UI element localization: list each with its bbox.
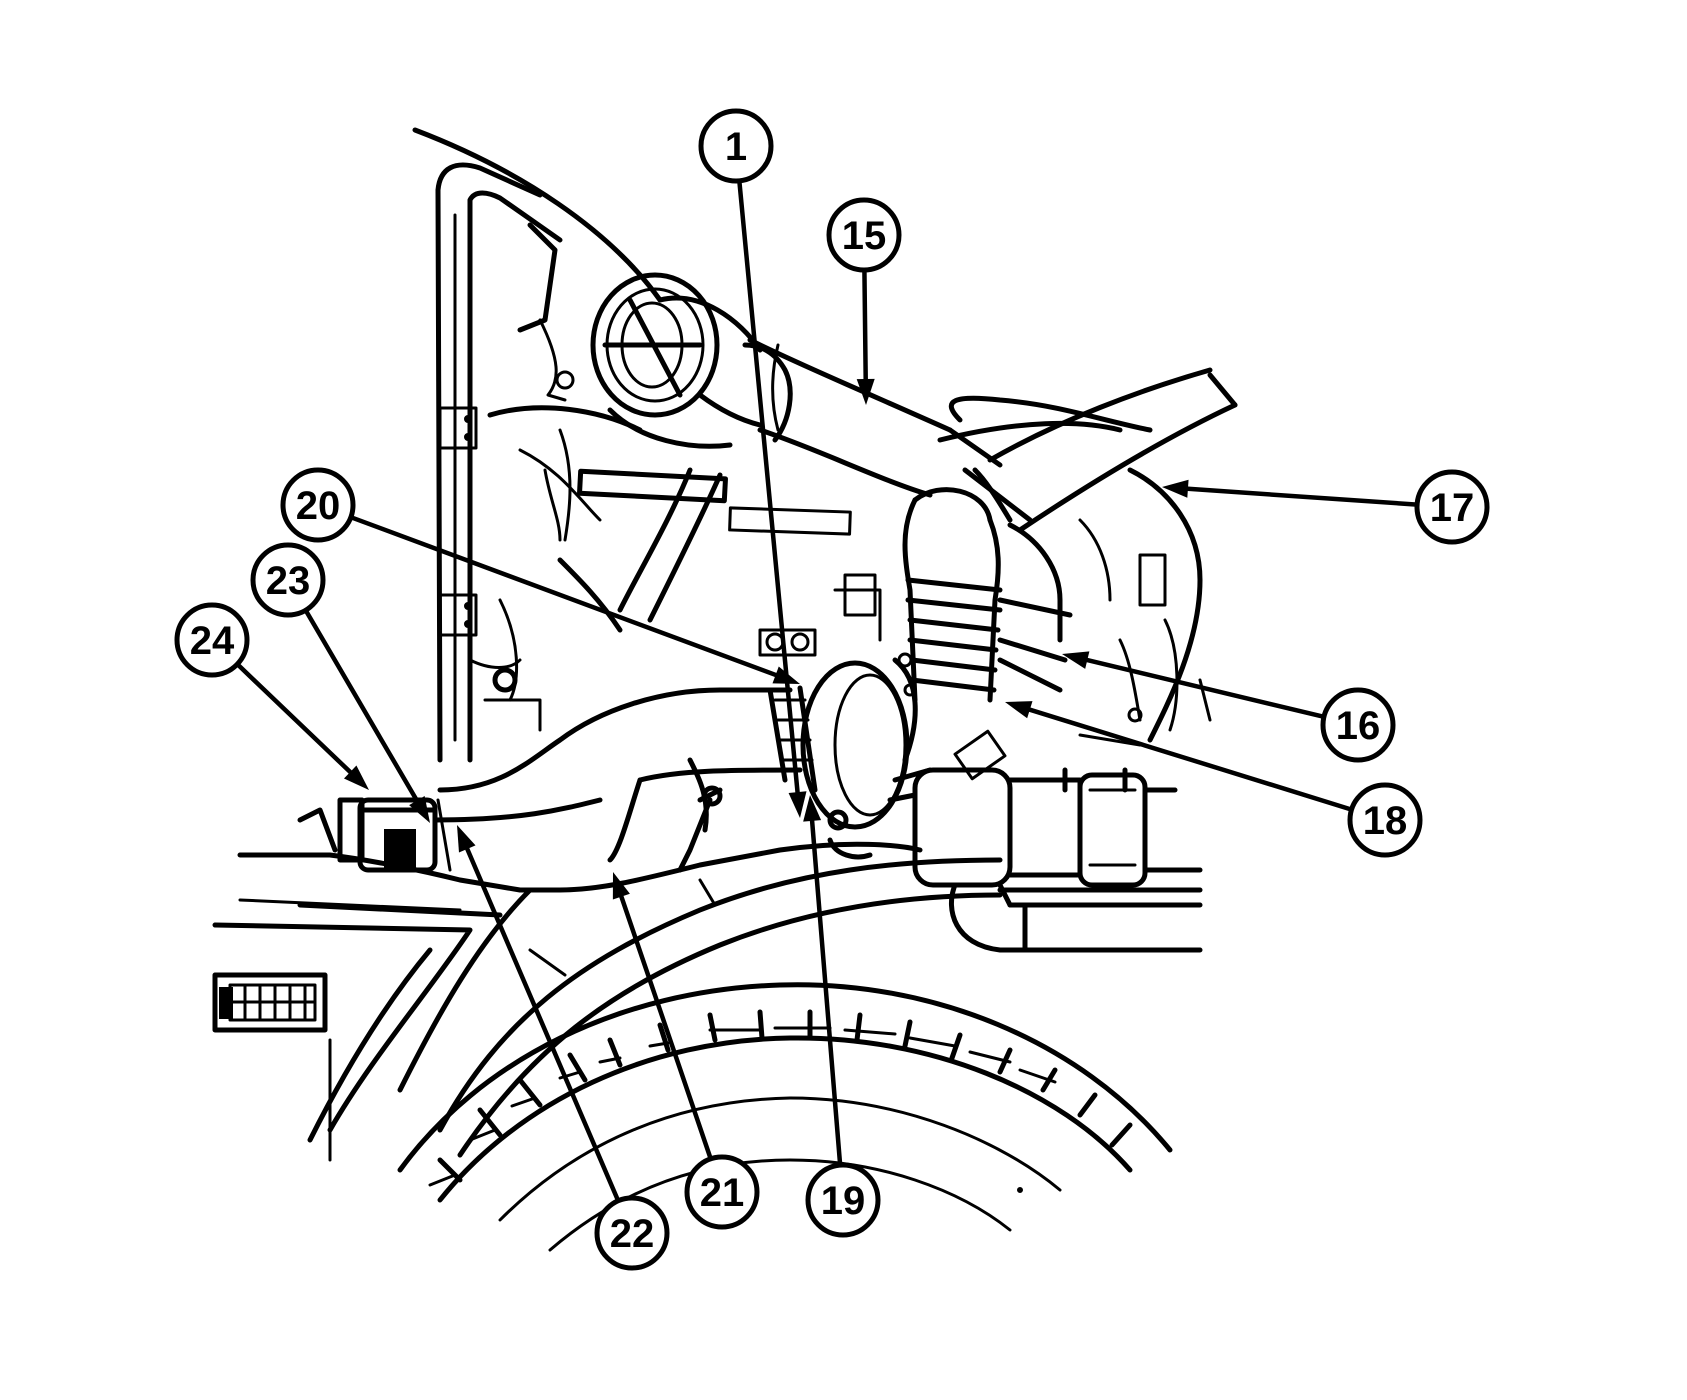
callout-layer: 1 15 17 20 23 24 16 18 22 21 19	[174, 108, 1490, 1271]
line-art	[212, 127, 1238, 1252]
callout-arrowhead-22	[457, 825, 476, 853]
callout-20: 20	[280, 467, 800, 684]
callout-circle-16	[1320, 687, 1396, 763]
callout-label-16: 16	[1336, 704, 1381, 748]
frame-bracket-upper	[438, 406, 478, 450]
engine-bracket-middle	[468, 467, 882, 732]
air-intake-elbow	[590, 272, 763, 449]
left-hose-clamp	[297, 797, 452, 873]
callout-arrowhead-15	[856, 378, 875, 405]
callout-24: 24	[174, 602, 369, 790]
callout-circle-24	[174, 602, 250, 678]
lower-right-pipe	[887, 729, 1203, 953]
callout-leader-18	[1027, 707, 1354, 812]
callout-arrowhead-21	[612, 872, 630, 900]
callout-leader-1	[737, 178, 800, 795]
frame-bracket-lower	[438, 593, 478, 637]
callout-23: 23	[250, 542, 430, 823]
callout-arrowhead-16	[1062, 651, 1090, 669]
radiator-frame	[435, 162, 543, 763]
callout-18: 18	[1005, 701, 1423, 858]
callout-circle-23	[250, 542, 326, 618]
callout-label-21: 21	[700, 1171, 745, 1215]
callout-circle-22	[594, 1195, 670, 1271]
callout-label-19: 19	[821, 1179, 866, 1223]
callout-label-17: 17	[1430, 486, 1475, 530]
turbo-outlet-hose	[902, 487, 1073, 703]
callout-21: 21	[612, 872, 760, 1230]
callout-circle-1	[698, 108, 774, 184]
callout-arrowhead-19	[803, 795, 822, 822]
callout-arrowhead-18	[1005, 701, 1033, 719]
callout-arrowhead-1	[788, 791, 807, 818]
callout-19: 19	[803, 795, 881, 1238]
callout-16: 16	[1062, 651, 1396, 763]
callout-label-24: 24	[190, 619, 235, 663]
callout-circle-20	[280, 467, 356, 543]
callout-label-23: 23	[266, 559, 311, 603]
callout-label-22: 22	[610, 1212, 655, 1256]
callout-leader-17	[1185, 486, 1420, 507]
callout-label-1: 1	[725, 125, 747, 169]
callout-17: 17	[1162, 469, 1490, 545]
callout-leader-24	[235, 661, 353, 775]
turbocharger	[800, 652, 918, 860]
callout-label-20: 20	[296, 484, 341, 528]
callout-label-15: 15	[842, 214, 887, 258]
side-marker	[212, 972, 328, 1033]
dipstick-tube	[677, 797, 713, 873]
callout-leader-19	[809, 818, 843, 1168]
callout-arrowhead-20	[772, 666, 800, 684]
upper-tube	[937, 367, 1238, 533]
callout-leader-16	[1085, 657, 1327, 720]
callout-1: 1	[698, 108, 807, 818]
callout-22: 22	[457, 825, 670, 1271]
callout-15: 15	[826, 197, 902, 405]
intake-pipe	[432, 685, 818, 863]
fender	[212, 841, 1003, 1162]
callout-circle-15	[826, 197, 902, 273]
callout-leader-21	[619, 894, 713, 1162]
callout-circle-19	[805, 1162, 881, 1238]
callout-circle-17	[1414, 469, 1490, 545]
callout-arrowhead-17	[1162, 479, 1189, 498]
callout-leader-20	[348, 514, 778, 678]
callout-arrowhead-24	[343, 765, 369, 790]
callout-leader-23	[303, 607, 420, 803]
callout-circle-21	[684, 1154, 760, 1230]
callout-leader-22	[464, 846, 621, 1204]
callout-leader-15	[862, 267, 868, 382]
callout-circle-18	[1347, 782, 1423, 858]
callout-arrowhead-23	[409, 796, 430, 823]
callout-label-18: 18	[1363, 799, 1408, 843]
hood-edge	[412, 127, 663, 303]
